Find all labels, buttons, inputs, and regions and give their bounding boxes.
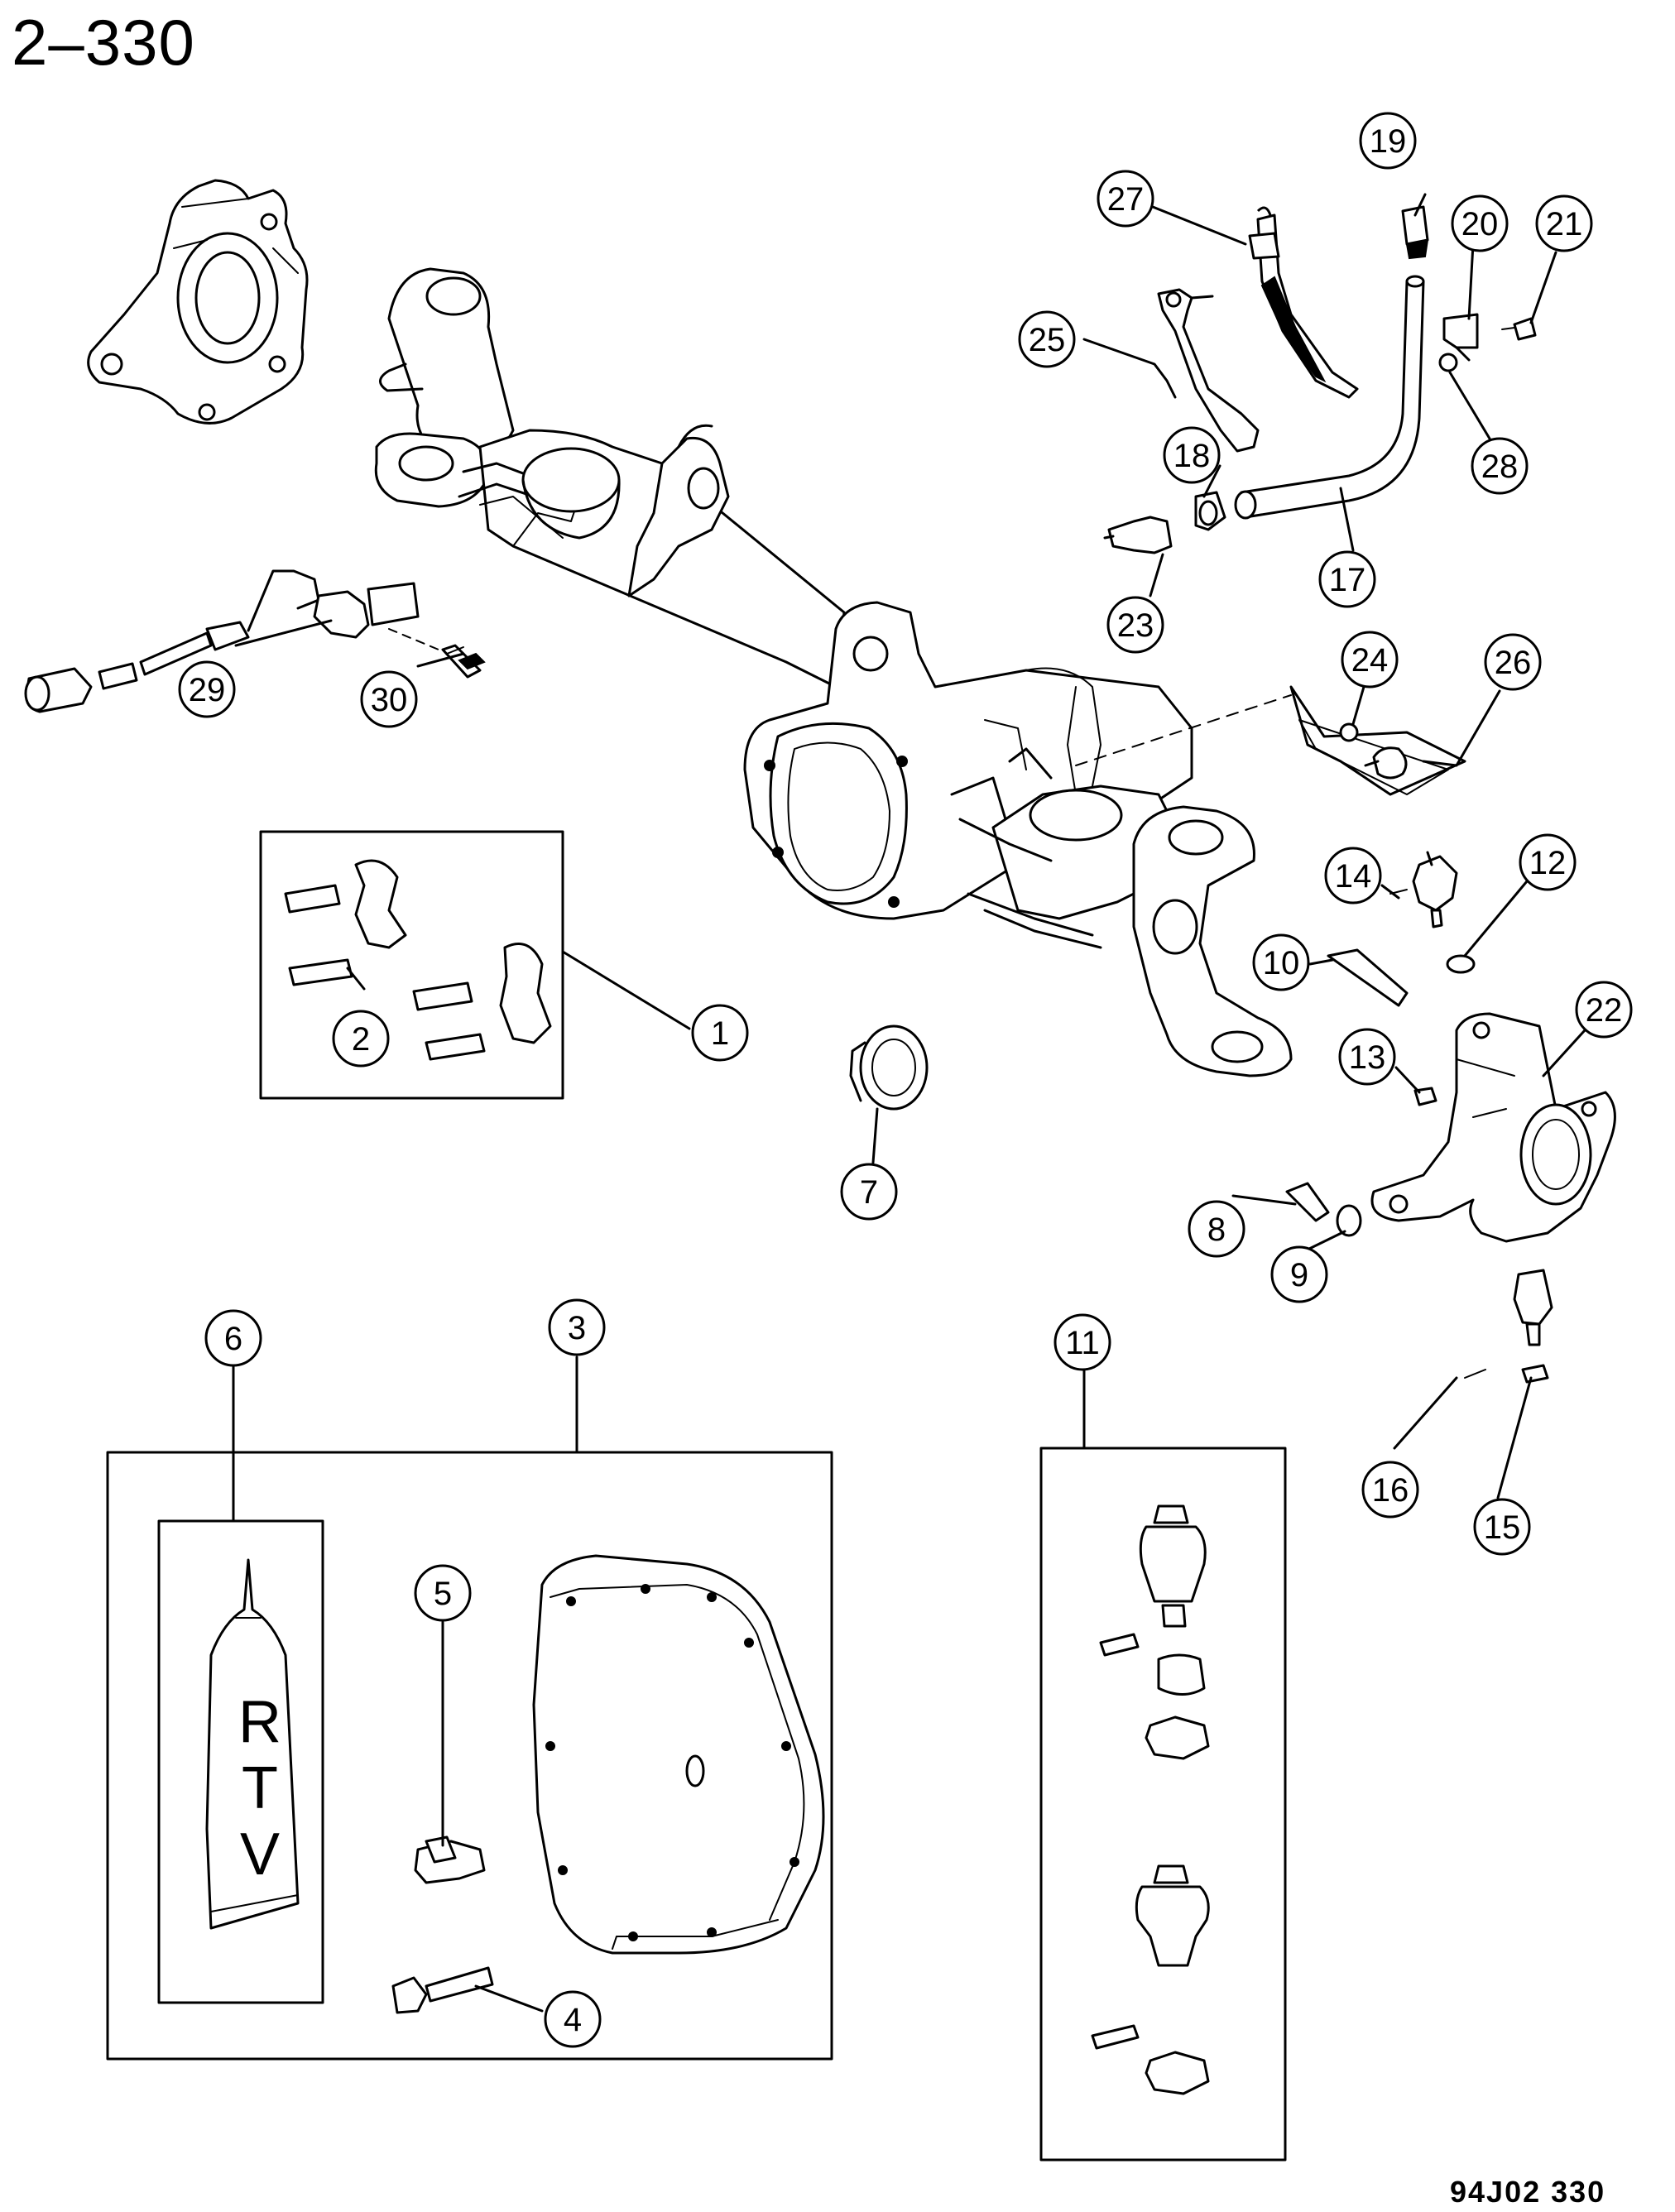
svg-text:11: 11 (1065, 1325, 1100, 1361)
svg-text:19: 19 (1370, 123, 1407, 160)
svg-text:27: 27 (1107, 181, 1145, 218)
steering-knuckle-left (87, 179, 309, 425)
svg-text:21: 21 (1546, 206, 1583, 242)
svg-text:14: 14 (1335, 858, 1372, 895)
svg-text:18: 18 (1173, 438, 1211, 474)
page-title: 2–330 (12, 6, 195, 79)
small-hardware-right (1285, 1087, 1553, 1384)
tube-label-t: T (242, 1755, 278, 1821)
svg-text:23: 23 (1117, 607, 1154, 644)
callout-19: 19 (1359, 112, 1417, 170)
callout-12: 12 (1519, 833, 1577, 891)
tube-label-v: V (240, 1821, 280, 1888)
ball-joint-kit (1039, 1447, 1287, 2162)
svg-text:4: 4 (564, 2002, 582, 2038)
callout-7: 7 (840, 1163, 898, 1221)
tube-label-r: R (238, 1689, 281, 1755)
callout-13: 13 (1338, 1028, 1396, 1086)
callout-3: 3 (548, 1298, 606, 1356)
callout-26: 26 (1484, 633, 1542, 691)
cover-kit: R T V (106, 1451, 833, 2061)
callout-30: 30 (360, 670, 418, 728)
vent-kit (1289, 685, 1466, 796)
callout-5: 5 (414, 1564, 472, 1622)
svg-text:5: 5 (434, 1576, 452, 1612)
svg-text:12: 12 (1529, 845, 1567, 881)
axle-housing (374, 267, 1293, 1077)
svg-text:30: 30 (371, 682, 408, 718)
callout-11: 11 (1053, 1313, 1111, 1371)
callout-4: 4 (544, 1990, 602, 2048)
svg-text:20: 20 (1461, 206, 1499, 242)
svg-text:8: 8 (1207, 1212, 1226, 1248)
svg-text:6: 6 (224, 1321, 242, 1357)
callout-17: 17 (1318, 550, 1376, 608)
callout-22: 22 (1575, 981, 1633, 1039)
svg-text:15: 15 (1484, 1509, 1521, 1546)
callout-15: 15 (1473, 1498, 1531, 1556)
callout-25: 25 (1018, 310, 1076, 368)
upper-ball-joint (1327, 851, 1476, 1007)
vent-hose (1234, 205, 1537, 520)
svg-text:7: 7 (860, 1174, 878, 1211)
sensor-and-bracket (1157, 206, 1359, 453)
callout-29: 29 (178, 660, 236, 718)
svg-text:25: 25 (1029, 322, 1066, 358)
leader-lines (232, 193, 1586, 2013)
axle-seal (849, 1024, 929, 1111)
svg-text:29: 29 (189, 672, 226, 708)
svg-text:13: 13 (1349, 1039, 1386, 1076)
callout-23: 23 (1106, 596, 1164, 654)
callout-18: 18 (1163, 426, 1221, 484)
svg-text:9: 9 (1290, 1257, 1308, 1293)
svg-text:1: 1 (711, 1015, 729, 1052)
svg-text:16: 16 (1372, 1472, 1409, 1509)
callout-24: 24 (1341, 631, 1399, 689)
callout-10: 10 (1252, 933, 1310, 991)
svg-text:26: 26 (1495, 645, 1532, 681)
callout-8: 8 (1188, 1200, 1245, 1258)
fitting-and-nut (1103, 491, 1226, 554)
callout-28: 28 (1471, 437, 1529, 495)
callout-20: 20 (1451, 194, 1509, 252)
bearing-cap-kit (259, 830, 564, 1100)
svg-text:28: 28 (1481, 449, 1519, 485)
svg-text:17: 17 (1329, 562, 1366, 598)
callout-14: 14 (1324, 847, 1382, 904)
callout-6: 6 (204, 1309, 262, 1367)
brake-hose (24, 569, 486, 713)
svg-text:2: 2 (352, 1021, 370, 1058)
drawing-code: 94J02 330 (1450, 2175, 1606, 2209)
svg-text:3: 3 (568, 1310, 586, 1346)
callout-1: 1 (691, 1004, 749, 1062)
svg-text:10: 10 (1263, 945, 1300, 981)
svg-text:24: 24 (1351, 642, 1389, 679)
callout-27: 27 (1097, 170, 1154, 228)
callout-2: 2 (332, 1010, 390, 1068)
callout-21: 21 (1535, 194, 1593, 252)
steering-knuckle-right (1370, 1012, 1616, 1243)
svg-text:22: 22 (1586, 992, 1623, 1029)
callout-9: 9 (1270, 1245, 1328, 1303)
callout-16: 16 (1361, 1461, 1419, 1519)
